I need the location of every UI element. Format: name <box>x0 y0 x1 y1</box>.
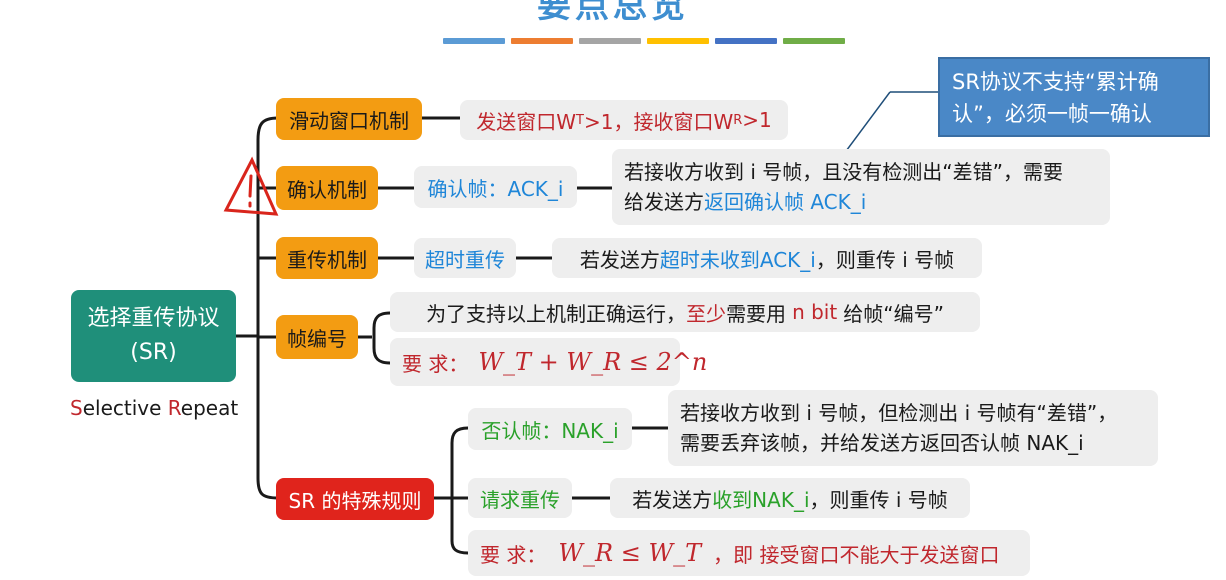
stripe <box>715 38 777 44</box>
branch-sliding-window: 滑动窗口机制 <box>276 98 422 140</box>
stripe <box>647 38 709 44</box>
caption-word: elective <box>82 396 168 420</box>
requirement-formula: W_R ≤ W_T <box>558 539 702 567</box>
branch-frame-numbering: 帧编号 <box>276 315 358 359</box>
detail-text: 需要用 <box>726 301 787 326</box>
detail-text: 若接收方收到 i 号帧，且没有检测出“差错”，需要 <box>624 160 1063 184</box>
detail-text: 需要丢弃该帧，并给发送方返回否认帧 NAK_i <box>680 431 1084 455</box>
detail-highlight: 返回确认帧 ACK_i <box>704 190 867 214</box>
detail-subscript: R <box>733 112 743 128</box>
warning-icon <box>223 156 279 216</box>
detail-text: 给发送方 <box>624 190 704 214</box>
detail-text: 若发送方 <box>579 247 660 272</box>
request-retransmit-node: 请求重传 <box>468 478 572 518</box>
detail-text-line2: 给发送方返回确认帧 ACK_i <box>624 187 866 217</box>
ack-frame-node: 确认帧：ACK_i <box>414 166 577 208</box>
branch-confirmation: 确认机制 <box>276 166 378 210</box>
requirement-label: 要 求： <box>480 542 547 567</box>
detail-subscript: T <box>576 112 584 128</box>
timeout-detail: 若发送方超时未收到ACK_i，则重传 i 号帧 <box>552 238 982 278</box>
sr-window-requirement: 要 求： W_R ≤ W_T ，即 接受窗口不能大于发送窗口 <box>468 530 1030 576</box>
stripe <box>783 38 845 44</box>
caption-letter-r: R <box>167 396 181 420</box>
branch-retransmission: 重传机制 <box>276 237 378 279</box>
root-title: 选择重传协议 <box>87 306 220 331</box>
detail-highlight: 收到NAK_i <box>712 487 810 512</box>
branch-sr-special-rules: SR 的特殊规则 <box>276 478 434 520</box>
root-caption: Selective Repeat <box>70 396 238 420</box>
root-abbr: (SR) <box>130 340 177 365</box>
caption-word: epeat <box>180 396 239 420</box>
detail-text: 发送窗口W <box>476 109 577 134</box>
ack-detail: 若接收方收到 i 号帧，且没有检测出“差错”，需要 给发送方返回确认帧 ACK_… <box>612 149 1110 225</box>
page-title: 要点总览 <box>537 0 689 26</box>
detail-highlight: 超时未收到ACK_i <box>659 247 816 272</box>
detail-text: >1 <box>742 108 772 132</box>
numbering-requirement: 要 求： W_T + W_R ≤ 2^n <box>390 338 707 386</box>
detail-highlight: 至少 <box>686 301 727 326</box>
request-retransmit-detail: 若发送方收到NAK_i，则重传 i 号帧 <box>610 478 970 518</box>
stripe <box>443 38 505 44</box>
root-node-sr: 选择重传协议 (SR) <box>71 290 236 382</box>
detail-text: 为了支持以上机制正确运行， <box>426 301 687 326</box>
stripe <box>579 38 641 44</box>
requirement-formula: W_T + W_R ≤ 2^n <box>478 348 708 376</box>
nak-frame-node: 否认帧：NAK_i <box>468 408 632 450</box>
detail-text: >1，接收窗口W <box>583 109 734 134</box>
requirement-label: 要 求： <box>402 351 469 376</box>
detail-text: 若接收方收到 i 号帧，但检测出 i 号帧有“差错”， <box>680 401 1118 425</box>
detail-text: 若发送方 <box>632 487 713 512</box>
callout-note: SR协议不支持“累计确认”，必须一帧一确认 <box>938 57 1210 137</box>
detail-text: ，则重传 i 号帧 <box>815 247 955 272</box>
detail-text: ，则重传 i 号帧 <box>809 487 948 512</box>
detail-highlight: n bit <box>792 300 838 324</box>
caption-letter-s: S <box>70 396 83 420</box>
detail-text: 给帧“编号” <box>843 301 944 326</box>
nak-detail: 若接收方收到 i 号帧，但检测出 i 号帧有“差错”， 需要丢弃该帧，并给发送方… <box>668 390 1158 466</box>
stripe <box>511 38 573 44</box>
timeout-node: 超时重传 <box>414 238 516 278</box>
requirement-text: ，即 接受窗口不能大于发送窗口 <box>713 542 1000 567</box>
